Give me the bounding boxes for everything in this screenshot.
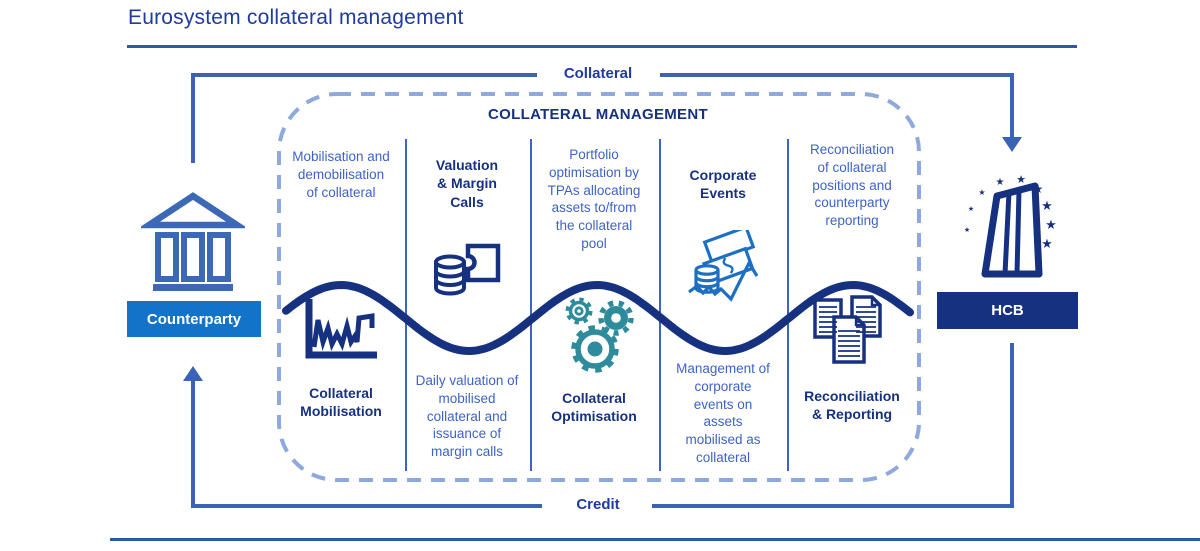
svg-text:★: ★: [978, 188, 985, 197]
documents-icon: [813, 295, 882, 364]
line-chart-icon: [305, 299, 377, 359]
svg-text:★: ★: [1016, 173, 1026, 186]
collateral-flow-line-hcb: [1010, 73, 1014, 139]
page-title: Eurosystem collateral management: [128, 6, 464, 29]
column-divider: [530, 139, 532, 471]
title-underline: [127, 45, 1077, 48]
credit-flow-line-left: [193, 504, 542, 508]
column-divider: [405, 139, 407, 471]
counterparty-label-box: Counterparty: [127, 301, 261, 337]
column-bottom-text-reconciliation: Reconciliation & Reporting: [804, 388, 900, 423]
column-top-text-reconciliation: Reconciliation of collateral positions a…: [809, 142, 895, 229]
credit-flow-label: Credit: [576, 496, 620, 513]
column-bottom-text-optimisation: Collateral Optimisation: [551, 390, 637, 425]
column-top-text-corporate-events: Corporate Events: [689, 167, 757, 202]
column-bottom-text-corporate-events: Management of corporate events on assets…: [676, 361, 770, 466]
column-top-text-mobilisation: Mobilisation and demobilisation of colla…: [292, 149, 390, 200]
bank-icon: [141, 192, 245, 291]
hcb-label: HCB: [991, 302, 1024, 319]
svg-text:★: ★: [1041, 199, 1053, 214]
arrow-down-icon: [1002, 137, 1022, 152]
collateral-flow-line-left: [193, 73, 537, 77]
svg-text:★: ★: [1045, 218, 1057, 233]
column-bottom-text-valuation: Daily valuation of mobilised collateral …: [415, 373, 519, 460]
column-bottom-text-mobilisation: Collateral Mobilisation: [300, 385, 382, 420]
credit-flow-line-right: [652, 504, 1013, 508]
collateral-flow-line-counterparty: [191, 73, 195, 163]
coins-puzzle-icon: [434, 243, 501, 296]
column-top-text-optimisation: Portfolio optimisation by TPAs allocatin…: [547, 147, 641, 252]
collateral-flow-line-right: [660, 73, 1013, 77]
banknotes-trend-icon: [688, 230, 759, 302]
column-top-text-valuation: Valuation & Margin Calls: [435, 157, 499, 210]
bottom-rule: [110, 538, 1200, 541]
gears-icon: [565, 297, 634, 373]
svg-text:★: ★: [968, 205, 974, 213]
hcb-label-box: HCB: [937, 292, 1078, 329]
credit-flow-line-counterparty: [191, 381, 195, 508]
svg-text:★: ★: [996, 177, 1005, 188]
central-bank-tower-icon: ★ ★ ★ ★ ★ ★ ★ ★ ★: [964, 173, 1057, 278]
collateral-flow-label: Collateral: [563, 65, 633, 82]
column-divider: [787, 139, 789, 471]
management-dashed-border: [277, 92, 921, 482]
counterparty-label: Counterparty: [146, 310, 242, 328]
management-heading: COLLATERAL MANAGEMENT: [488, 106, 708, 123]
svg-text:★: ★: [1041, 237, 1053, 252]
column-divider: [659, 139, 661, 471]
credit-flow-line-hcb: [1010, 343, 1014, 508]
arrow-up-icon: [183, 366, 203, 381]
svg-text:★: ★: [964, 226, 970, 234]
